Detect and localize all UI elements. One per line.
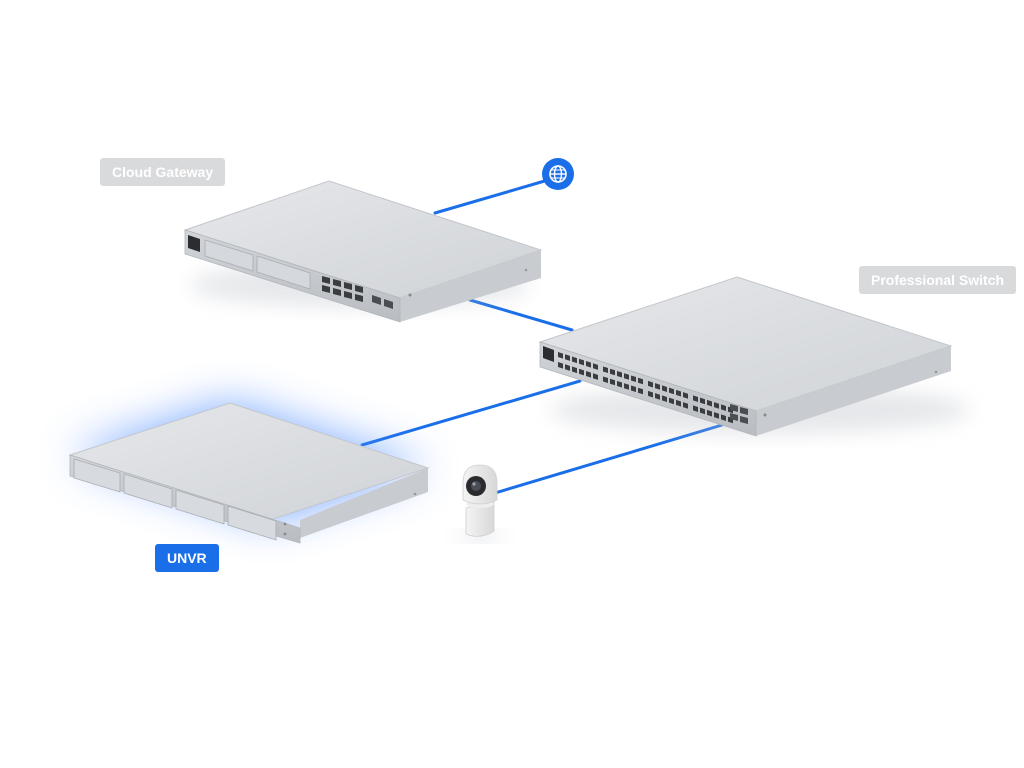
switch-port [707, 409, 712, 417]
switch-port [714, 412, 719, 419]
switch-port [617, 370, 622, 378]
switch-port [624, 373, 629, 380]
switch-port [669, 387, 674, 395]
unvr-label: UNVR [155, 544, 219, 572]
switch-port [603, 376, 608, 384]
switch-port [655, 393, 660, 400]
switch-port [721, 414, 726, 421]
switch-port [610, 378, 615, 386]
professional-switch-device [538, 276, 970, 437]
switch-port [631, 385, 636, 393]
switch-port [707, 399, 712, 407]
switch-port [683, 402, 688, 409]
camera-device [458, 464, 502, 541]
switch-port [700, 397, 705, 405]
switch-port [610, 368, 615, 376]
switch-port [638, 387, 643, 395]
cloud-gateway-device [183, 180, 543, 323]
switch-port [662, 395, 667, 403]
switch-port [676, 399, 681, 407]
link-gateway-switch [468, 298, 574, 332]
switch-port [572, 366, 577, 374]
switch-port [572, 356, 577, 364]
switch-port [648, 390, 653, 398]
switch-ports-lower [558, 362, 733, 424]
cloud-gateway-label: Cloud Gateway [100, 158, 226, 186]
globe-icon [542, 158, 574, 190]
switch-ports [558, 352, 733, 414]
switch-port [565, 364, 570, 371]
switch-port [669, 397, 674, 405]
switch-port [565, 354, 570, 361]
switch-port [655, 383, 660, 390]
switch-port [662, 385, 667, 393]
switch-port [593, 373, 598, 380]
switch-port [648, 380, 653, 388]
professional-switch-label: Professional Switch [859, 266, 1017, 294]
switch-port [558, 362, 563, 369]
switch-port [676, 389, 681, 397]
switch-port [579, 368, 584, 376]
switch-port [693, 395, 698, 402]
switch-port [714, 402, 719, 409]
switch-port [700, 407, 705, 415]
switch-port [586, 361, 591, 368]
link-unvr-switch [360, 379, 582, 447]
switch-port [683, 392, 688, 399]
switch-port [558, 352, 563, 359]
switch-port [586, 371, 591, 378]
switch-port [617, 380, 622, 388]
link-camera-switch [493, 423, 724, 495]
link-gateway-internet [433, 178, 550, 215]
switch-port [631, 375, 636, 383]
switch-port [721, 404, 726, 411]
unvr-device [68, 402, 430, 544]
switch-port [624, 383, 629, 390]
switch-port [579, 358, 584, 366]
switch-port [593, 363, 598, 370]
connection-lines [360, 178, 724, 495]
switch-port [603, 366, 608, 374]
switch-port [693, 405, 698, 412]
switch-port [638, 377, 643, 385]
